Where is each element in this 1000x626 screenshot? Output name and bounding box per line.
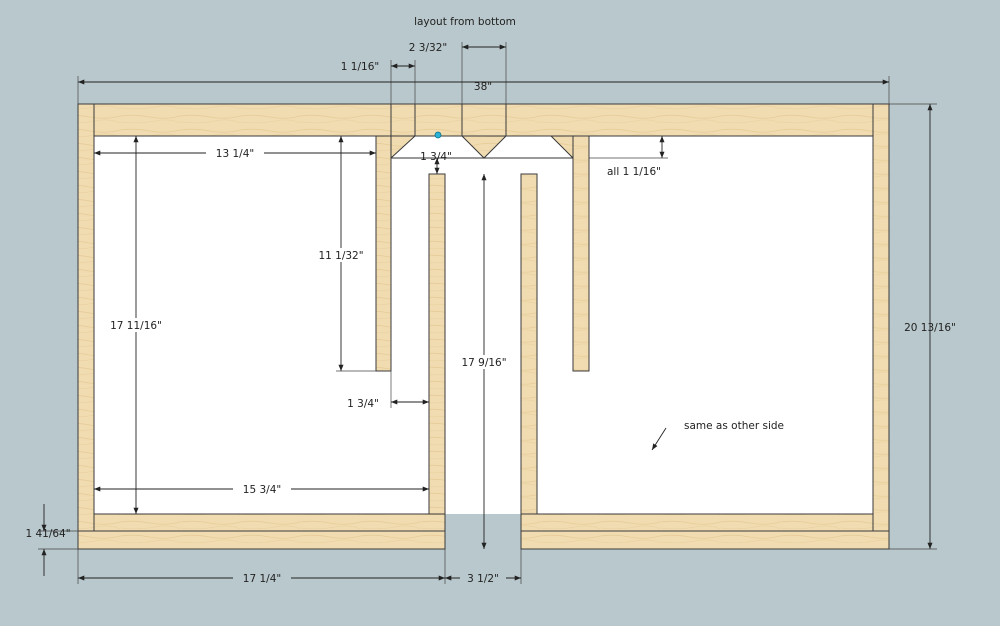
brace-block-left bbox=[390, 103, 416, 137]
dim-label-overall-width: 38" bbox=[474, 81, 492, 93]
label-backdrop bbox=[455, 355, 513, 369]
brace-triangle-right bbox=[549, 135, 574, 160]
label-backdrop bbox=[342, 396, 384, 410]
dim-label-bottom-left-span: 17 1/4" bbox=[243, 573, 281, 585]
dim-label-bottom-rail: 1 41/64" bbox=[25, 528, 70, 540]
dim-label-center-gap: 3 1/2" bbox=[467, 573, 499, 585]
label-backdrop bbox=[104, 318, 168, 332]
label-backdrop bbox=[206, 146, 264, 160]
note-label: same as other side bbox=[684, 420, 784, 432]
dim-label-port-height: 17 9/16" bbox=[461, 357, 506, 369]
label-backdrop bbox=[233, 571, 291, 585]
short-divider-left bbox=[375, 135, 392, 372]
dim-label-brace-width: 1 1/16" bbox=[341, 61, 379, 73]
dim-label-divider-spacing: 1 3/4" bbox=[347, 398, 379, 410]
bottom-panel-left bbox=[77, 530, 446, 550]
label-backdrop bbox=[309, 248, 373, 262]
label-backdrop bbox=[460, 571, 506, 585]
dim-label-inner-width-bottom: 15 3/4" bbox=[243, 484, 281, 496]
left-side-panel bbox=[77, 103, 95, 532]
bottom-inner-rail-right bbox=[520, 513, 874, 532]
dim-label-brace-depth: all 1 1/16" bbox=[607, 166, 661, 178]
brace-triangle-left bbox=[390, 135, 417, 160]
port-wall-right bbox=[520, 173, 538, 515]
note-arrow bbox=[651, 427, 667, 451]
dim-label-short-divider: 11 1/32" bbox=[318, 250, 363, 262]
label-backdrop bbox=[233, 482, 291, 496]
diagram-title: layout from bottom bbox=[414, 16, 516, 28]
dim-label-brace-offset: 1 3/4" bbox=[420, 151, 452, 163]
short-divider-right bbox=[572, 135, 590, 372]
marker-dot bbox=[434, 131, 442, 139]
bottom-panel-right bbox=[520, 530, 890, 550]
dim-label-inner-width-top: 13 1/4" bbox=[216, 148, 254, 160]
port-wall-left bbox=[428, 173, 446, 515]
dim-label-center-brace: 2 3/32" bbox=[409, 42, 447, 54]
dim-label-inner-height: 17 11/16" bbox=[110, 320, 162, 332]
brace-block-center bbox=[461, 103, 507, 137]
dim-label-overall-height: 20 13/16" bbox=[904, 322, 956, 334]
right-side-panel bbox=[872, 103, 890, 532]
cabinet-interior bbox=[94, 136, 873, 514]
bottom-inner-rail-left bbox=[93, 513, 446, 532]
